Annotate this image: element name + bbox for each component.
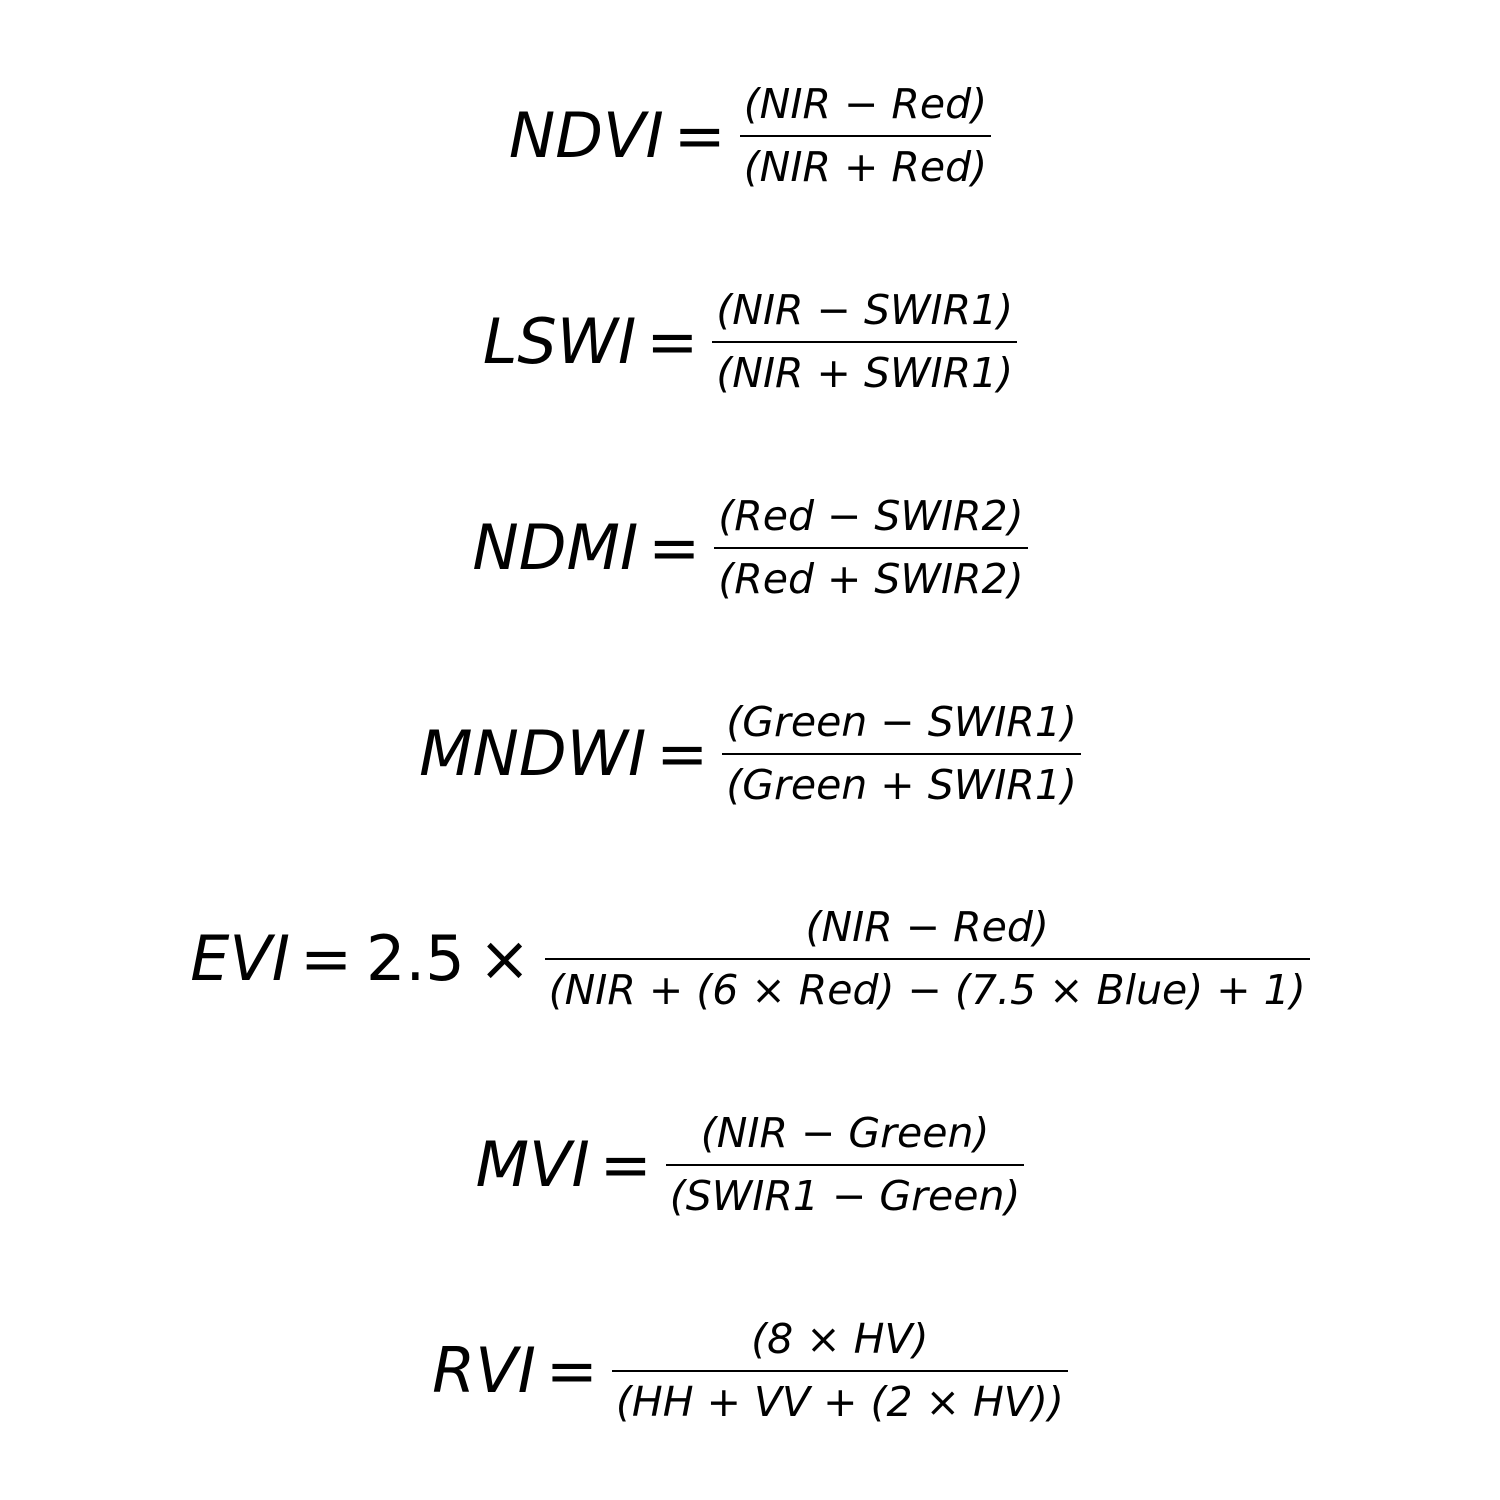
denominator: (Green + SWIR1): [726, 761, 1077, 809]
denominator: (Red + SWIR2): [718, 555, 1024, 603]
denominator: (NIR + (6 × Red) − (7.5 × Blue) + 1): [548, 966, 1306, 1014]
fraction: (Green − SWIR1) (Green + SWIR1): [722, 702, 1081, 806]
numerator: (Green − SWIR1): [726, 698, 1077, 746]
denominator: (HH + VV + (2 × HV)): [615, 1378, 1064, 1426]
equation-rvi: RVI = (8 × HV) (HH + VV + (2 × HV)): [0, 1311, 1500, 1431]
fraction-bar: [665, 1164, 1025, 1166]
equation-mvi: MVI = (NIR − Green) (SWIR1 − Green): [0, 1105, 1500, 1225]
equation-lhs: NDVI: [508, 99, 664, 172]
fraction: (NIR − SWIR1) (NIR + SWIR1): [712, 286, 1018, 397]
equals-sign: =: [599, 1128, 652, 1201]
equals-sign: =: [646, 305, 699, 378]
equals-sign: =: [656, 717, 709, 790]
equals-sign: =: [673, 99, 726, 172]
equals-sign: =: [300, 922, 353, 995]
equation-lhs: MNDWI: [419, 717, 647, 790]
equals-sign: =: [648, 511, 701, 584]
equation-evi: EVI = 2.5 × (NIR − Red) (NIR + (6 × Red)…: [0, 899, 1500, 1019]
fraction-bar: [739, 135, 992, 137]
equation-lhs: EVI: [190, 922, 291, 995]
fraction: (NIR − Red) (NIR + (6 × Red) − (7.5 × Bl…: [544, 903, 1310, 1014]
numerator: (NIR − Red): [805, 903, 1049, 951]
equation-lhs: MVI: [475, 1128, 590, 1201]
equation-lswi: LSWI = (NIR − SWIR1) (NIR + SWIR1): [0, 282, 1500, 402]
numerator: (NIR − SWIR1): [716, 286, 1014, 334]
denominator: (NIR + Red): [743, 143, 988, 191]
fraction: (8 × HV) (HH + VV + (2 × HV)): [611, 1315, 1068, 1426]
equation-ndmi: NDMI = (Red − SWIR2) (Red + SWIR2): [0, 488, 1500, 608]
numerator: (8 × HV): [751, 1315, 929, 1363]
equation-ndvi: NDVI = (NIR − Red) (NIR + Red): [0, 76, 1500, 196]
equation-mndwi: MNDWI = (Green − SWIR1) (Green + SWIR1): [0, 694, 1500, 814]
numerator: (Red − SWIR2): [718, 492, 1024, 540]
fraction-bar: [714, 547, 1028, 549]
times-sign: ×: [478, 922, 531, 995]
coefficient: 2.5: [366, 922, 465, 995]
equation-lhs: RVI: [432, 1334, 536, 1407]
numerator: (NIR − Green): [700, 1109, 990, 1157]
fraction: (NIR − Green) (SWIR1 − Green): [665, 1109, 1025, 1220]
equation-lhs: LSWI: [482, 305, 637, 378]
fraction: (Red − SWIR2) (Red + SWIR2): [714, 492, 1028, 603]
fraction-bar: [712, 341, 1018, 343]
fraction-bar: [544, 958, 1310, 960]
denominator: (SWIR1 − Green): [669, 1172, 1021, 1220]
equation-lhs: NDMI: [472, 511, 639, 584]
fraction-bar: [611, 1370, 1068, 1372]
equals-sign: =: [545, 1334, 598, 1407]
fraction-bar: [722, 753, 1081, 755]
numerator: (NIR − Red): [743, 80, 988, 128]
denominator: (NIR + SWIR1): [716, 349, 1014, 397]
fraction: (NIR − Red) (NIR + Red): [739, 80, 992, 191]
